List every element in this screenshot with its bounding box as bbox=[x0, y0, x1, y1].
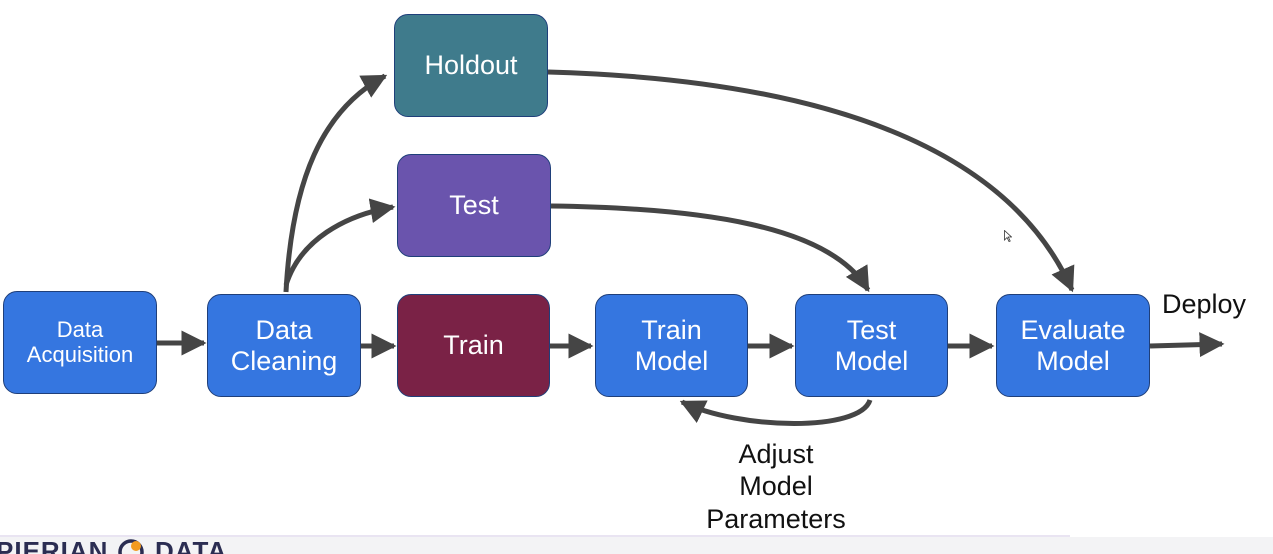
adjust-line1: Adjust bbox=[738, 439, 814, 469]
train-split-label: Train bbox=[443, 330, 504, 361]
deploy-label: Deploy bbox=[1162, 289, 1247, 319]
test-model-line2: Model bbox=[834, 345, 909, 376]
adjust-parameters-label: Adjust Model Parameters bbox=[676, 438, 876, 535]
test-split-label: Test bbox=[449, 190, 499, 221]
evaluate-model-line1: Evaluate bbox=[1020, 315, 1126, 346]
arrow-cleaning-to-test bbox=[283, 198, 396, 286]
pierian-logo-icon bbox=[117, 534, 147, 554]
holdout-label: Holdout bbox=[424, 50, 518, 81]
train-model-line2: Model bbox=[634, 345, 709, 376]
mouse-pointer-icon bbox=[1004, 230, 1012, 242]
data-cleaning-line1: Data bbox=[255, 315, 313, 346]
train-split-node: Train bbox=[397, 294, 550, 397]
arrow-cleaning-to-holdout bbox=[283, 73, 388, 293]
evaluate-model-node: Evaluate Model bbox=[996, 294, 1150, 397]
arrow-holdout-to-evaluate bbox=[547, 69, 1075, 293]
test-model-line1: Test bbox=[846, 315, 897, 346]
logo-text-left: PIERIAN bbox=[0, 536, 109, 554]
pierian-data-logo: PIERIAN DATA bbox=[0, 534, 227, 554]
test-split-node: Test bbox=[397, 154, 551, 257]
data-cleaning-node: Data Cleaning bbox=[207, 294, 361, 397]
footer-bar bbox=[0, 537, 1273, 554]
adjust-line2: Model bbox=[739, 471, 813, 502]
holdout-node: Holdout bbox=[394, 14, 548, 117]
arrow-evaluate-to-deploy bbox=[1149, 332, 1225, 358]
evaluate-model-line2: Model bbox=[1036, 345, 1110, 376]
footer-divider bbox=[0, 535, 1070, 538]
test-model-node: Test Model bbox=[795, 294, 948, 397]
arrow-feedback-adjust-parameters bbox=[679, 398, 873, 426]
logo-text-right: DATA bbox=[154, 536, 228, 554]
adjust-line3: Parameters bbox=[706, 503, 846, 534]
data-acquisition-line1: Data bbox=[56, 316, 104, 342]
arrow-test-to-test-model bbox=[550, 203, 871, 293]
train-model-line1: Train bbox=[641, 315, 702, 346]
data-acquisition-node: Data Acquisition bbox=[3, 291, 157, 394]
data-cleaning-line2: Cleaning bbox=[230, 345, 338, 376]
data-acquisition-line2: Acquisition bbox=[26, 341, 134, 367]
train-model-node: Train Model bbox=[595, 294, 748, 397]
